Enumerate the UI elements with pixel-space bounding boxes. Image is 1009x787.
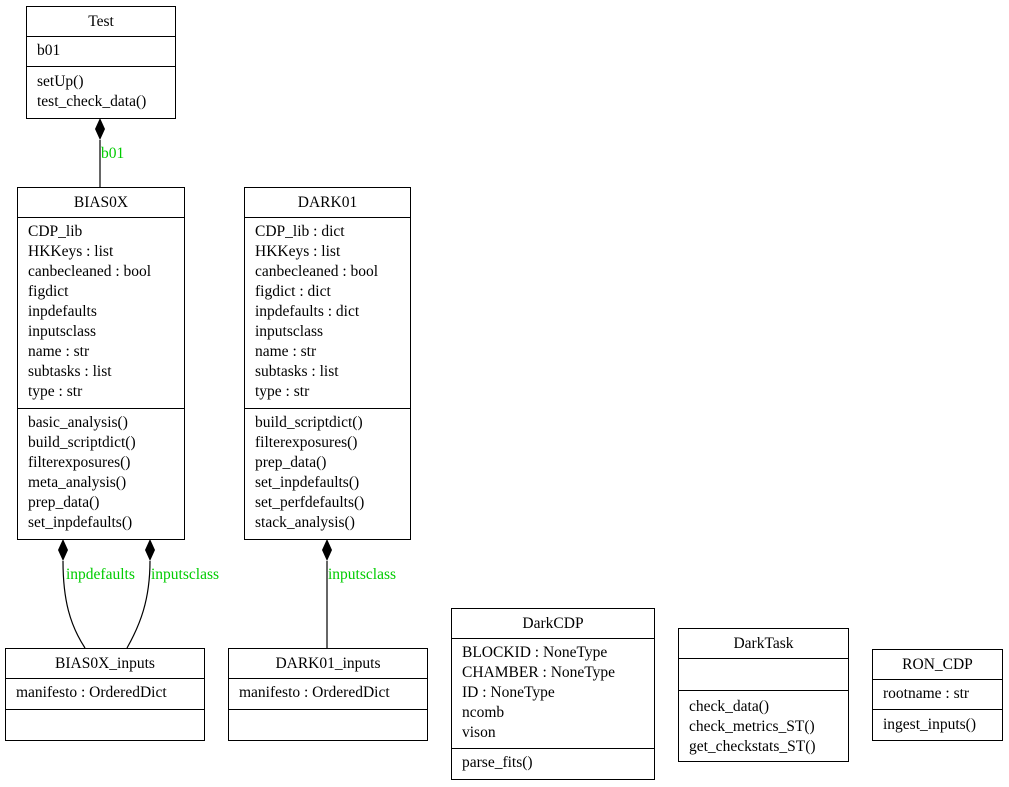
- attribute: inputsclass: [255, 323, 324, 340]
- methods-section: setUp() test_check_data(): [27, 67, 175, 116]
- class-dark01-inputs[interactable]: DARK01_inputs manifesto : OrderedDict: [228, 648, 428, 741]
- attributes-section: BLOCKID : NoneType CHAMBER : NoneType ID…: [452, 639, 654, 749]
- class-bias0x[interactable]: BIAS0X CDP_lib HKKeys : list canbecleane…: [17, 187, 185, 540]
- method: prep_data(): [255, 454, 327, 471]
- method: check_metrics_ST(): [689, 718, 815, 735]
- attribute: canbecleaned : bool: [255, 263, 379, 280]
- attribute: inputsclass: [28, 323, 97, 340]
- attribute: subtasks : list: [255, 363, 339, 380]
- attribute: type : str: [255, 383, 310, 400]
- class-name: Test: [27, 7, 175, 37]
- relation-bias0x-inputs-inputsclass: inputsclass: [126, 539, 219, 649]
- attribute: HKKeys : list: [28, 243, 114, 260]
- methods-section: build_scriptdict() filterexposures() pre…: [245, 409, 410, 537]
- composition-diamond-icon: [58, 539, 68, 561]
- attributes-section: manifesto : OrderedDict: [229, 679, 427, 710]
- composition-diamond-icon: [322, 539, 332, 561]
- method: basic_analysis(): [28, 414, 128, 431]
- methods-section: ingest_inputs(): [873, 710, 1002, 739]
- composition-diamond-icon: [145, 539, 155, 561]
- attribute: CHAMBER : NoneType: [462, 664, 616, 681]
- attribute: subtasks : list: [28, 363, 112, 380]
- relation-label: inpdefaults: [66, 566, 135, 583]
- relation-bias0x-inputs-inpdefaults: inpdefaults: [58, 539, 135, 649]
- method: parse_fits(): [462, 754, 533, 771]
- methods-section: [6, 710, 204, 718]
- attribute: figdict: [28, 283, 69, 300]
- attribute: manifesto : OrderedDict: [16, 684, 167, 701]
- attribute: inpdefaults : dict: [255, 303, 360, 320]
- method: setUp(): [37, 73, 84, 90]
- method: filterexposures(): [255, 434, 358, 451]
- class-name: DARK01: [245, 188, 410, 218]
- attributes-section: rootname : str: [873, 680, 1002, 710]
- attribute: b01: [37, 42, 61, 59]
- attribute: type : str: [28, 383, 83, 400]
- class-darkcdp[interactable]: DarkCDP BLOCKID : NoneType CHAMBER : Non…: [451, 608, 655, 780]
- attribute: ncomb: [462, 704, 505, 721]
- method: stack_analysis(): [255, 514, 355, 531]
- attribute: manifesto : OrderedDict: [239, 684, 390, 701]
- method: ingest_inputs(): [883, 716, 976, 733]
- attribute: figdict : dict: [255, 283, 331, 300]
- relation-dark01-inputs: inputsclass: [322, 539, 396, 648]
- attribute: CDP_lib : dict: [255, 223, 345, 240]
- attributes-section: CDP_lib : dict HKKeys : list canbecleane…: [245, 218, 410, 409]
- class-ron-cdp[interactable]: RON_CDP rootname : str ingest_inputs(): [872, 649, 1003, 741]
- attribute: name : str: [255, 343, 317, 360]
- attribute: inpdefaults: [28, 303, 97, 320]
- class-name: DarkCDP: [452, 609, 654, 639]
- relation-label: inputsclass: [328, 566, 396, 583]
- class-bias0x-inputs[interactable]: BIAS0X_inputs manifesto : OrderedDict: [5, 648, 205, 741]
- attribute: vison: [462, 724, 496, 741]
- attribute: rootname : str: [883, 685, 970, 702]
- attributes-section: [679, 659, 848, 691]
- method: filterexposures(): [28, 454, 131, 471]
- class-name: DARK01_inputs: [229, 649, 427, 679]
- methods-section: [229, 710, 427, 718]
- relation-label: b01: [101, 145, 124, 162]
- methods-section: check_data() check_metrics_ST() get_chec…: [679, 691, 848, 761]
- methods-section: basic_analysis() build_scriptdict() filt…: [18, 409, 184, 537]
- method: check_data(): [689, 698, 770, 715]
- method: prep_data(): [28, 494, 100, 511]
- attribute: HKKeys : list: [255, 243, 341, 260]
- attribute: CDP_lib: [28, 223, 83, 240]
- methods-section: parse_fits(): [452, 749, 654, 777]
- attribute: name : str: [28, 343, 90, 360]
- relation-line: [126, 560, 151, 649]
- relation-label: inputsclass: [151, 566, 219, 583]
- method: build_scriptdict(): [28, 434, 136, 451]
- composition-diamond-icon: [95, 118, 105, 140]
- attribute: BLOCKID : NoneType: [462, 644, 608, 661]
- class-name: BIAS0X: [18, 188, 184, 218]
- class-name: BIAS0X_inputs: [6, 649, 204, 679]
- method: set_perfdefaults(): [255, 494, 365, 511]
- relation-line: [62, 560, 86, 649]
- method: set_inpdefaults(): [255, 474, 360, 491]
- attribute: canbecleaned : bool: [28, 263, 152, 280]
- class-darktask[interactable]: DarkTask check_data() check_metrics_ST()…: [678, 628, 849, 762]
- method: test_check_data(): [37, 93, 147, 110]
- class-name: DarkTask: [679, 629, 848, 659]
- class-test[interactable]: Test b01 setUp() test_check_data(): [26, 6, 176, 119]
- attributes-section: CDP_lib HKKeys : list canbecleaned : boo…: [18, 218, 184, 409]
- method: set_inpdefaults(): [28, 514, 133, 531]
- method: get_checkstats_ST(): [689, 738, 816, 755]
- attributes-section: b01: [27, 37, 175, 67]
- method: meta_analysis(): [28, 474, 127, 491]
- class-name: RON_CDP: [873, 650, 1002, 680]
- method: build_scriptdict(): [255, 414, 363, 431]
- attributes-section: manifesto : OrderedDict: [6, 679, 204, 710]
- attribute: ID : NoneType: [462, 684, 555, 701]
- relation-test-bias0x: b01: [95, 118, 124, 187]
- class-dark01[interactable]: DARK01 CDP_lib : dict HKKeys : list canb…: [244, 187, 411, 540]
